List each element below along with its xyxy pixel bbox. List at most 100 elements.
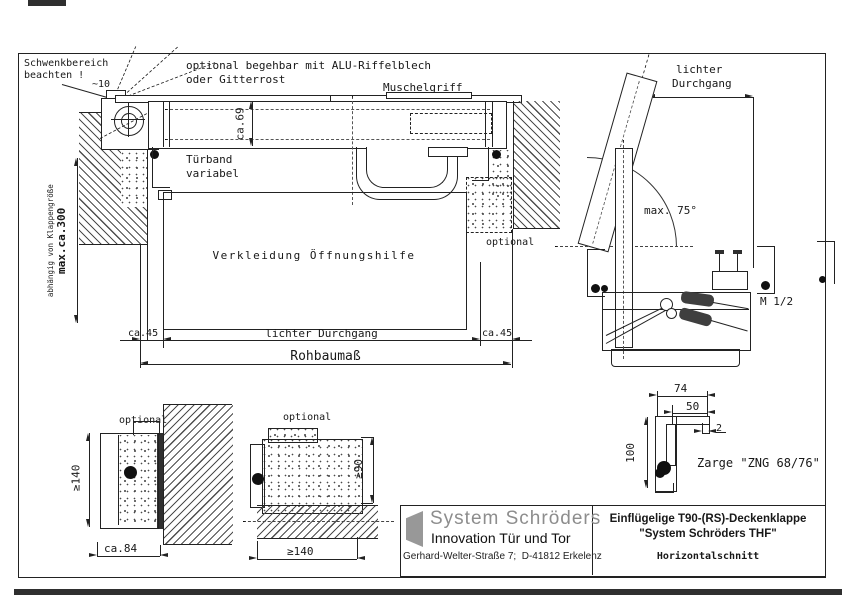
optional-label: optional [486, 237, 535, 248]
extension-line [357, 537, 358, 559]
frame-channel-left [587, 249, 605, 297]
dim-line [647, 417, 648, 488]
dim-line [373, 437, 374, 503]
extension-line [707, 391, 708, 416]
optional-extension [466, 177, 512, 233]
height-dim-note: abhängig von Klappengröße [45, 184, 55, 298]
frame-profile-label: Zarge "ZNG 68/76" [697, 456, 820, 470]
wall-hatch [163, 404, 233, 545]
centerline [243, 521, 394, 522]
profile-top-flange [672, 416, 710, 425]
dim-line [252, 102, 253, 146]
leaf-inner-line [165, 109, 490, 110]
concrete-fill [119, 435, 157, 525]
dim-arrow [370, 437, 374, 445]
mechanism-housing [602, 292, 751, 351]
arm-centerline [623, 140, 624, 359]
extension-line [512, 229, 513, 368]
line [513, 101, 514, 229]
handle-label: Muschelgriff [383, 81, 463, 94]
dim-line [672, 413, 707, 414]
leaf-frame-line [485, 101, 486, 147]
centerline [111, 119, 145, 120]
extension-line [160, 545, 161, 556]
extension-line [147, 245, 148, 341]
bolt [719, 254, 720, 271]
scale-label: M 1/2 [760, 295, 794, 308]
height-dim: max.ca.300 [55, 207, 69, 274]
dim-arrow [74, 315, 78, 323]
company-address: Gerhard-Welter-Straße 7; D-41812 Erkelen… [403, 551, 602, 562]
line [513, 228, 560, 229]
dim-arrow [357, 556, 365, 560]
dim-arrow [745, 94, 753, 98]
dim-arrow [163, 337, 171, 341]
profile-slot [666, 424, 676, 466]
dim-arrow [370, 495, 374, 503]
bolt-head [733, 250, 742, 254]
clear-dim-label: lichter [676, 63, 723, 76]
dim-arrow [249, 101, 253, 109]
gap-dim-label: ~10 [92, 79, 111, 90]
extension-line [361, 437, 373, 438]
dim-arrow [503, 361, 511, 365]
extension-line [97, 542, 98, 556]
cover-label: Verkleidung Öffnungshilfe [212, 249, 416, 262]
hinge-band-label: variabel [186, 167, 239, 180]
opening-aid-cover [163, 192, 467, 330]
frame-channel-right [757, 246, 775, 294]
extension-line [753, 97, 754, 268]
wall-anchor-hook [817, 241, 835, 284]
dim-arrow [644, 480, 648, 488]
bolt [737, 254, 738, 271]
profile-foot [655, 483, 674, 493]
lever-arm [615, 148, 633, 348]
seal [591, 284, 600, 293]
walkable-note: optional begehbar mit ALU-Riffelblech [186, 59, 432, 72]
centerline [352, 96, 353, 205]
handle-plate [386, 92, 472, 99]
inner-width-dim: 50 [686, 400, 700, 413]
dim-arrow [664, 410, 672, 414]
dim-arrow [249, 138, 253, 146]
mount-bracket [712, 271, 748, 290]
dim-line [120, 340, 532, 341]
jamb-line [152, 147, 153, 187]
dim-arrow [86, 519, 90, 527]
dim-arrow [694, 429, 702, 433]
grip-recess [410, 113, 492, 134]
dim-arrow [512, 337, 520, 341]
jamb-line [472, 180, 489, 181]
wall-hatch-right [513, 101, 560, 229]
line [163, 544, 232, 545]
masonry-hatch [257, 505, 378, 539]
bolt-head [715, 250, 724, 254]
drawing-title: Einflügelige T90-(RS)-Deckenklappe [609, 513, 807, 525]
dim-line [140, 364, 511, 365]
dim-line [257, 559, 357, 560]
title-block-border [400, 505, 826, 577]
width-dim: ca.84 [104, 542, 138, 555]
optional-label: optional [119, 415, 168, 426]
centerline [128, 103, 129, 137]
frame-dim-left: ca.45 [128, 328, 159, 339]
company-tagline: Innovation Tür und Tor [431, 530, 571, 546]
jamb-line [152, 187, 170, 188]
clear-width-dim: lichter Durchgang [265, 327, 378, 340]
pivot-joint [666, 308, 677, 319]
dim-arrow [132, 337, 140, 341]
dim-arrow [707, 393, 715, 397]
optional-label: optional [283, 412, 332, 423]
dim-arrow [707, 410, 715, 414]
height-dim: 100 [624, 442, 638, 463]
line [79, 244, 147, 245]
leaf-frame-line [492, 101, 493, 147]
dim-arrow [644, 417, 648, 425]
extension-line [257, 541, 258, 559]
extension-line [361, 503, 373, 504]
title-block-divider [592, 505, 593, 575]
grab-handle-outer [356, 147, 458, 200]
walkable-note: oder Gitterrost [186, 73, 286, 86]
dim-line [97, 556, 160, 557]
